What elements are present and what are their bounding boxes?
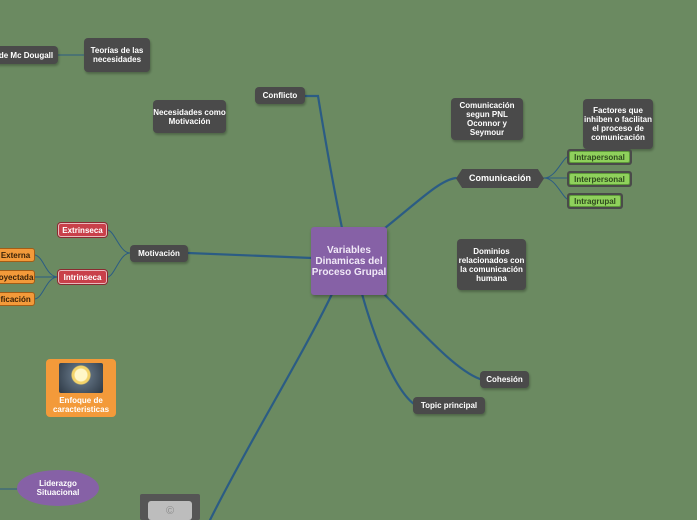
comunicacion-pnl-node[interactable]: Comunicación segun PNL Oconnor y Seymour bbox=[451, 98, 523, 140]
enfoque-label: Enfoque de caracteristicas bbox=[52, 396, 110, 414]
intrinseca-node[interactable]: Intrinseca bbox=[58, 270, 107, 284]
intragrupal-wrap: Intragrupal bbox=[567, 193, 623, 209]
dominios-label: Dominios relacionados con la comunicació… bbox=[458, 246, 525, 283]
comunicacion-label: Comunicación bbox=[468, 173, 531, 183]
liderazgo-label: Liderazgo Situacional bbox=[36, 479, 80, 497]
factores-label: Factores que inhiben o facilitan el proc… bbox=[583, 106, 652, 142]
identificacion-node[interactable]: ificación bbox=[0, 292, 35, 306]
comunicacion-pnl-label: Comunicación segun PNL Oconnor y Seymour bbox=[459, 101, 515, 137]
necesidades-node[interactable]: Necesidades como Motivación bbox=[153, 100, 226, 133]
extrinseca-node[interactable]: Extrinseca bbox=[58, 223, 107, 237]
externa-node[interactable]: Externa bbox=[0, 248, 35, 262]
interpersonal-label: Interpersonal bbox=[574, 174, 625, 184]
enfoque-node[interactable]: Enfoque de caracteristicas bbox=[46, 359, 116, 417]
conflicto-label: Conflicto bbox=[262, 91, 298, 100]
cohesion-node[interactable]: Cohesión bbox=[480, 371, 529, 388]
mc-dougall-label: de Mc Dougall bbox=[0, 50, 54, 60]
identificacion-label: ificación bbox=[0, 294, 31, 304]
motivacion-node[interactable]: Motivación bbox=[130, 245, 188, 262]
motivacion-label: Motivación bbox=[138, 249, 180, 258]
mc-dougall-node[interactable]: de Mc Dougall bbox=[0, 46, 58, 64]
lightbulb-icon bbox=[59, 363, 103, 393]
central-topic[interactable]: Variables Dinamicas del Proceso Grupal bbox=[311, 227, 387, 295]
conflicto-node[interactable]: Conflicto bbox=[255, 87, 305, 104]
externa-label: Externa bbox=[0, 250, 31, 260]
intrapersonal-wrap: Intrapersonal bbox=[567, 149, 632, 165]
comunicacion-node[interactable]: Comunicación bbox=[456, 169, 544, 188]
intrapersonal-label: Intrapersonal bbox=[574, 152, 625, 162]
dominios-node[interactable]: Dominios relacionados con la comunicació… bbox=[457, 239, 526, 290]
proyectada-node[interactable]: royectada bbox=[0, 270, 35, 284]
proyectada-label: royectada bbox=[0, 272, 34, 282]
copyright-icon: © bbox=[148, 501, 192, 520]
teorias-label: Teorías de las necesidades bbox=[90, 46, 144, 64]
teorias-node[interactable]: Teorías de las necesidades bbox=[84, 38, 150, 72]
topic-principal-node[interactable]: Topic principal bbox=[413, 397, 485, 414]
intrapersonal-node[interactable]: Intrapersonal bbox=[569, 151, 630, 163]
intragrupal-node[interactable]: Intragrupal bbox=[569, 195, 621, 207]
intrinseca-label: Intrinseca bbox=[63, 272, 102, 282]
interpersonal-node[interactable]: Interpersonal bbox=[569, 173, 630, 185]
interpersonal-wrap: Interpersonal bbox=[567, 171, 632, 187]
extrinseca-label: Extrinseca bbox=[62, 225, 103, 235]
central-topic-label: Variables Dinamicas del Proceso Grupal bbox=[311, 244, 387, 278]
necesidades-label: Necesidades como Motivación bbox=[153, 107, 226, 126]
topic-principal-label: Topic principal bbox=[420, 401, 478, 410]
factores-node[interactable]: Factores que inhiben o facilitan el proc… bbox=[583, 99, 653, 149]
cohesion-label: Cohesión bbox=[486, 375, 523, 384]
liderazgo-node[interactable]: Liderazgo Situacional bbox=[17, 470, 99, 506]
intragrupal-label: Intragrupal bbox=[574, 196, 616, 206]
